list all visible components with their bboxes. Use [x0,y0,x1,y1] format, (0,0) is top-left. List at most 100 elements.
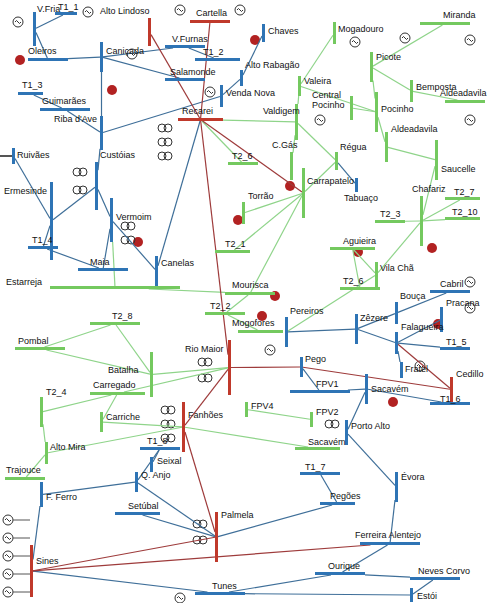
busbar-node: Recarei [178,118,223,121]
substation-name: Zêzere [360,313,388,323]
substation-name: Tunes [212,581,237,591]
transmission-line [358,314,395,329]
transmission-line [298,123,335,159]
substation-name: T2_6 [232,151,253,161]
generator-symbol [3,533,13,543]
substation-name: Recarei [182,106,213,116]
busbar-node: T1_1 [55,12,77,15]
busbar-node: Miranda [420,22,470,25]
substation-name: T1_2 [203,47,224,57]
substation-name: Sacavém [371,384,409,394]
busbar-node: Vila Chã [375,262,378,287]
substation-name: Mogadouro [338,24,384,34]
busbar-node: Mogadouro [333,22,336,44]
substation-name: Évora [401,472,425,482]
substation-name: T2_8 [112,311,133,321]
substation-name: Batalha [108,365,139,375]
substation-name: T1_4 [32,235,53,245]
red-dot [15,55,25,65]
busbar-node: Aldeadavila [445,100,485,103]
transmission-line [98,149,100,170]
busbar-node: Neves Corvo [410,577,460,580]
transmission-line [248,410,310,420]
busbar-node: Bouça [395,302,398,324]
transformer-symbol [73,186,87,194]
substation-name: Cabril [440,279,464,289]
substation-name: Pracana [446,298,480,308]
busbar-node: Aguieira [330,247,375,250]
transmission-line [113,222,155,270]
substation-name: Estói [417,591,437,601]
busbar-node: Bemposta [410,80,413,102]
busbar-node: T2_1 [215,250,250,253]
substation-name: Ermesinde [4,186,47,196]
substation-name: Central Pocinho [312,90,348,110]
transmission-line [423,220,445,221]
busbar-node: Palmela [215,512,218,562]
transmission-line [103,422,182,427]
busbar-node: Tabuaço [355,178,358,192]
busbar-node: Chafariz [420,196,423,246]
transmission-line [43,395,111,412]
transmission-line [143,515,215,537]
busbar-node: Carrapatelo [302,168,305,218]
substation-name: Venda Nova [226,88,275,98]
busbar-node: Rio Maior [228,340,231,395]
substation-name: Alto Lindoso [100,6,150,16]
transmission-line [33,537,215,570]
busbar-node: Pegões [320,502,355,505]
substation-name: Carriche [106,412,140,422]
transmission-line [48,427,182,452]
busbar-node: Pego [300,357,303,377]
substation-name: T2_10 [452,207,478,217]
substation-name: Vila Chã [380,263,414,273]
busbar-node: Central Pocinho [350,96,353,120]
transmission-line [354,250,375,273]
transmission-line [297,96,299,104]
generator-symbol [175,593,185,603]
substation-name: T1_3 [22,80,43,90]
busbar-node: T2_10 [445,217,480,220]
busbar-node: T1_5 [440,347,470,350]
busbar-node: Venda Nova [220,85,223,107]
busbar-node: Sacavém [295,447,340,450]
substation-name: T2_4 [46,387,67,397]
busbar-node: Alto Mira [45,442,48,464]
busbar-node: Custóias [95,162,98,210]
substation-name: Pegões [330,491,361,501]
transmission-line [98,189,110,216]
transmission-line [203,121,302,192]
busbar-node: T2_2 [205,312,245,315]
substation-name: Seixal [157,456,182,466]
busbar-node: Aldeadavila [385,132,388,162]
busbar-node: Cartella [190,20,230,23]
substation-name: T1_1 [58,2,79,12]
busbar-node: Salamonde [165,78,205,81]
generator-symbol [3,515,13,525]
substation-name: T2_6 [343,276,364,286]
busbar-node: T2_4 [40,397,43,427]
generator-symbol [205,87,215,97]
transmission-line [103,57,179,78]
generator-symbol [350,37,360,47]
substation-name: T1_5 [446,337,467,347]
busbar-node: Alto Rabagão [240,70,243,86]
busbar-node: Fratel [400,362,403,378]
substation-name: Bouça [400,291,426,301]
substation-name: Fanhões [188,410,223,420]
substation-name: Estarreja [6,277,42,287]
substation-name: Cedillo [456,369,484,379]
busbar-node: Ferreira Alentejo [360,542,420,545]
generator-symbol [175,5,185,15]
busbar-node: Pombal [15,347,65,350]
busbar-node: Cabril [430,290,470,293]
transmission-line [398,344,450,388]
transmission-line [33,571,207,592]
generator-symbol [465,115,475,125]
busbar-node: Guimarães [40,108,90,111]
transmission-line [185,369,228,425]
substation-name: Picote [376,52,401,62]
substation-name: F. Ferro [46,492,77,502]
substation-name: T2_1 [225,239,246,249]
